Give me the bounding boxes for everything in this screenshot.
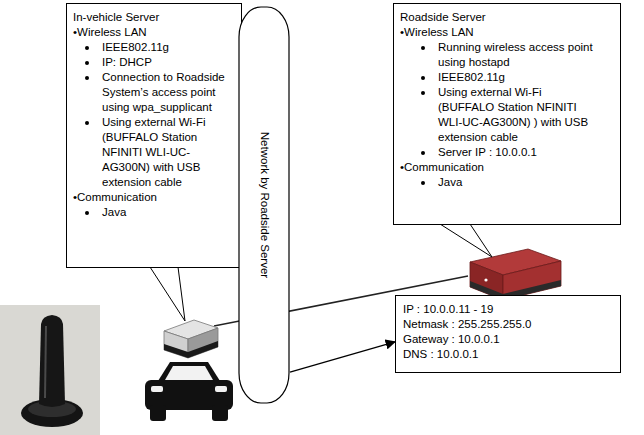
car-light [151,386,163,392]
box-heading: IP : 10.0.0.11 - 19 [403,302,614,317]
list-heading: DNS : 10.0.0.1 [403,347,614,362]
car-window [165,366,213,380]
callout-tail [440,224,492,257]
list-item: Java [73,205,237,220]
band-label: Network by Roadside Server [257,132,272,278]
list-item: Using external Wi-Fi (BUFFALO Station NF… [73,115,237,190]
callout-box: In-vehicle Server•Wireless LANIEEE802.11… [66,3,242,268]
pc-front [164,331,188,358]
box-heading: Roadside Server [400,10,595,25]
connector-arrow [290,342,395,372]
band-outline [239,7,289,403]
list-item: Using external Wi-Fi (BUFFALO Station NF… [400,85,595,145]
car-cabin [158,362,220,381]
pc-side [188,328,218,358]
bullet-dot [421,76,425,80]
bullet-dot [85,211,89,215]
server-port [484,278,487,281]
list-item: Running wireless access point using host… [400,40,595,70]
bullet-dot [421,46,425,50]
antenna-photo [0,305,100,435]
bullet-dot [421,91,425,95]
list-item: IEEE802.11g [73,40,237,55]
list-heading: •Wireless LAN [400,25,595,40]
list-heading: Gateway : 10.0.0.1 [403,332,614,347]
pc-stripe [188,341,218,358]
list-heading: •Communication [400,160,595,175]
antenna-body [39,315,65,407]
list-item: Java [400,175,595,190]
box-heading: In-vehicle Server [73,10,237,25]
car-light [215,386,227,392]
bullet-dot [421,181,425,185]
bullet-dot [85,121,89,125]
callout-box: Roadside Server•Wireless LANRunning wire… [393,3,621,225]
callout-tail [150,267,185,321]
antenna-highlight [45,326,46,398]
list-item: IEEE802.11g [400,70,595,85]
list-heading: Netmask : 255.255.255.0 [403,317,614,332]
list-item: Server IP : 10.0.0.1 [400,145,595,160]
list-heading: •Communication [73,190,237,205]
car-wheel [150,405,166,421]
car-wheel [212,405,228,421]
list-heading: •Wireless LAN [73,25,237,40]
bullet-dot [85,76,89,80]
list-item: IP: DHCP [73,55,237,70]
bullet-dot [85,61,89,65]
bullet-dot [421,151,425,155]
pc-stripe [164,344,188,358]
bullet-dot [85,46,89,50]
address-box: IP : 10.0.0.11 - 19Netmask : 255.255.255… [395,295,621,373]
list-item: Connection to Roadside System’s access p… [73,70,237,115]
network-band: Network by Roadside Server [238,6,290,404]
